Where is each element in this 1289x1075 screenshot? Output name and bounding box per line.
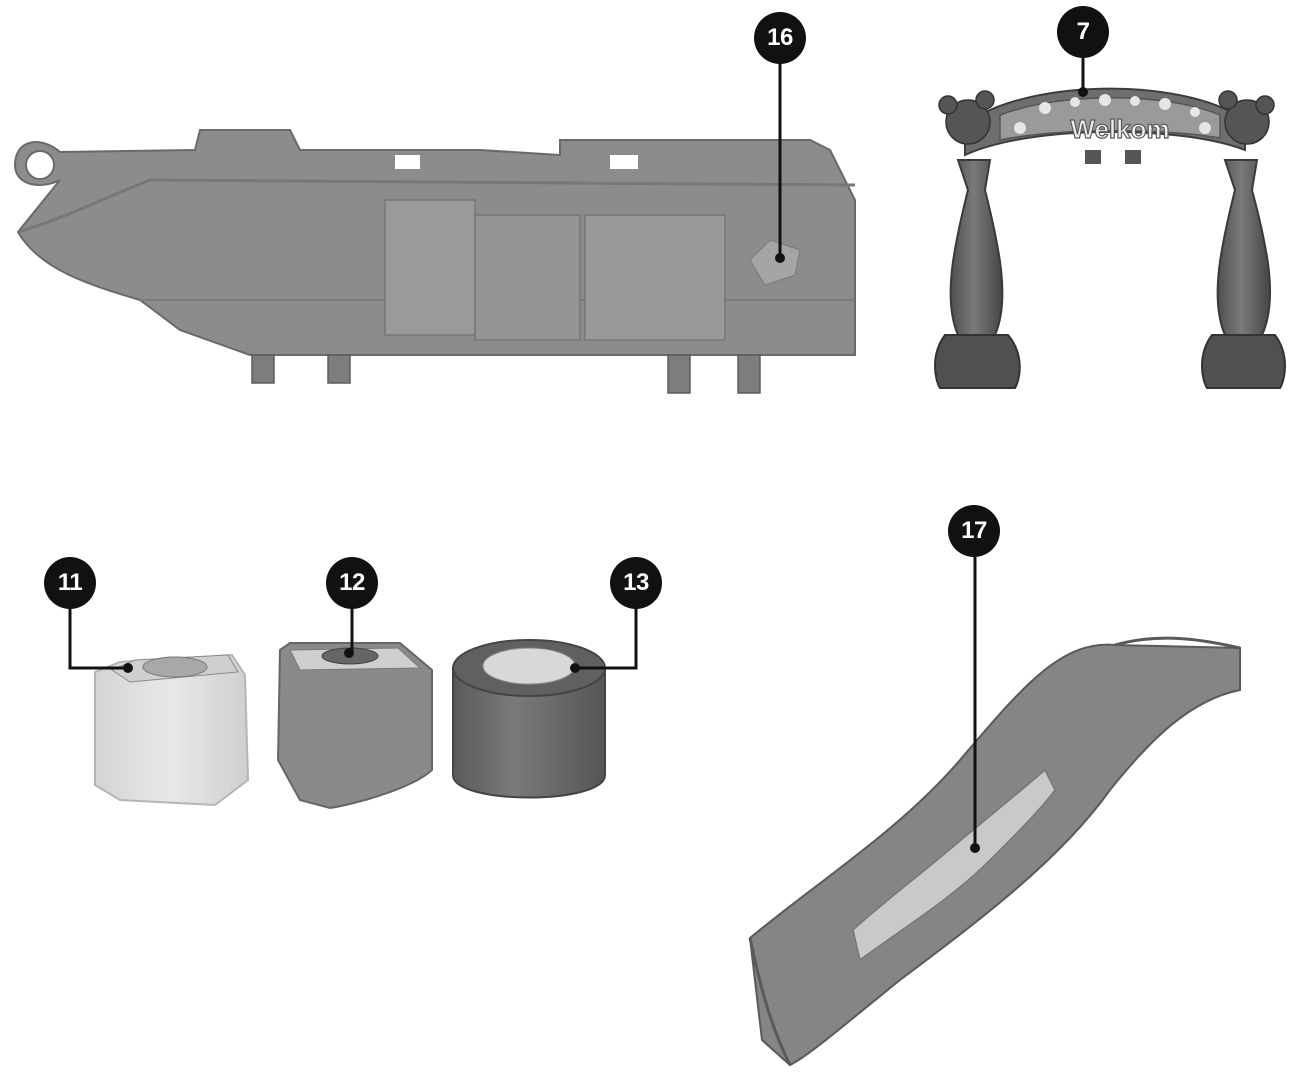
- slide-top-lip: [1114, 636, 1241, 650]
- base-rim: [17, 178, 856, 234]
- callout-13-dot: [570, 663, 580, 673]
- arch-sign-text: Welkom: [1070, 114, 1169, 144]
- slide-decal: [852, 768, 1056, 962]
- arch-pillar-left: [949, 159, 1004, 336]
- block-body: [452, 667, 606, 799]
- arch-finials: [938, 90, 1275, 145]
- callout-16-dot: [775, 253, 785, 263]
- callout-7: 7: [1057, 6, 1109, 58]
- arch-sign-dots: [1014, 94, 1211, 134]
- callout-7-dot: [1078, 87, 1088, 97]
- part-11-block: [68, 604, 250, 807]
- block-body: [276, 642, 433, 810]
- part-17-slide: [748, 557, 1241, 1067]
- part-12-block: [276, 606, 433, 810]
- callout-17-dot: [970, 843, 980, 853]
- arch-clip: [1125, 150, 1141, 164]
- callout-13: 13: [610, 557, 662, 609]
- base-slot: [395, 155, 420, 169]
- callout-11: 11: [44, 557, 96, 609]
- callout-13-leader: [575, 604, 638, 670]
- slide-edge: [748, 937, 792, 1066]
- callout-17: 17: [948, 505, 1000, 557]
- block-emblem-icon: [482, 647, 576, 685]
- arch-pillar-right: [1216, 159, 1272, 336]
- part-16-base: [13, 62, 856, 394]
- callout-11-dot: [123, 663, 133, 673]
- callout-12-dot: [344, 648, 354, 658]
- base-panel-left: [384, 199, 476, 336]
- arch-foot-left: [934, 334, 1021, 389]
- callout-16: 16: [754, 12, 806, 64]
- callout-12: 12: [326, 557, 378, 609]
- base-panel-mid: [474, 214, 581, 341]
- base-panel-right: [584, 214, 726, 341]
- block-emblem-icon: [142, 656, 208, 678]
- callout-11-leader: [68, 604, 128, 670]
- arch-clip: [1085, 150, 1101, 164]
- base-socket: [749, 239, 801, 286]
- hanging-loop-icon: [25, 150, 55, 180]
- arch-foot-right: [1201, 334, 1286, 389]
- base-pegs: [251, 354, 761, 394]
- part-13-block: [452, 604, 638, 799]
- base-slot: [610, 155, 638, 169]
- part-7-arch: Welkom: [934, 58, 1286, 389]
